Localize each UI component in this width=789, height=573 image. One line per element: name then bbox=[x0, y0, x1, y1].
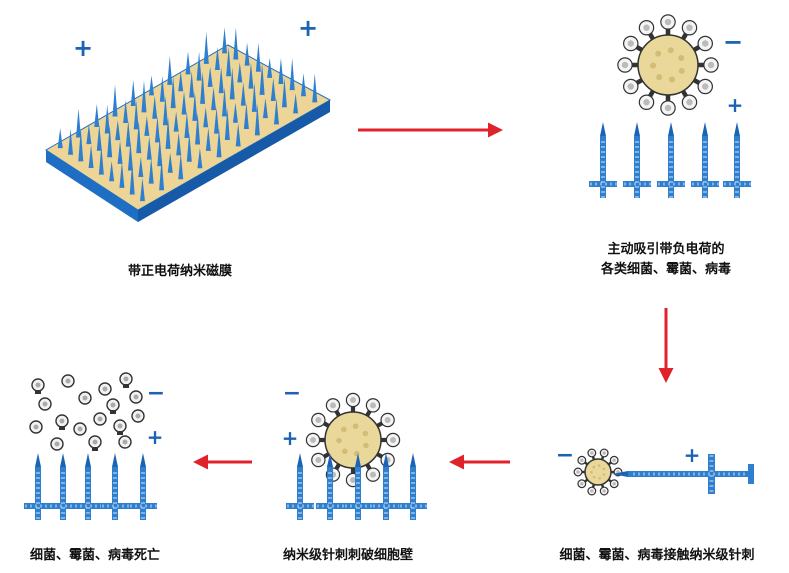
caption-step2-line1: 主动吸引带负电荷的 bbox=[607, 242, 725, 257]
caption-step1: 带正电荷纳米磁膜 bbox=[127, 264, 232, 279]
caption-step4: 纳米级针刺刺破细胞壁 bbox=[282, 548, 413, 563]
negative-sign-3: − bbox=[556, 443, 574, 468]
positive-sign-3: + bbox=[684, 443, 701, 467]
caption-step3: 细菌、霉菌、病毒接触纳米级针刺 bbox=[559, 548, 755, 563]
virus-debris bbox=[29, 372, 145, 451]
positive-sign-2: + bbox=[727, 93, 744, 117]
spike-row-2 bbox=[589, 122, 751, 198]
spike-row-5 bbox=[24, 453, 157, 520]
caption-step5: 细菌、霉菌、病毒死亡 bbox=[29, 548, 160, 563]
positive-sign-4: + bbox=[282, 426, 299, 450]
negative-sign-4: − bbox=[283, 381, 301, 406]
virus-pierced bbox=[305, 392, 401, 488]
negative-sign-2: − bbox=[723, 28, 743, 56]
nano-magnetic-membrane bbox=[45, 27, 332, 222]
caption-step2-line2: 各类细菌、霉菌、病毒 bbox=[600, 262, 731, 277]
virus-small bbox=[573, 448, 623, 496]
positive-sign-1a: + bbox=[73, 34, 93, 62]
positive-sign-1b: + bbox=[298, 14, 318, 42]
virus-large bbox=[617, 14, 719, 116]
spike-row-4 bbox=[286, 453, 427, 520]
horizontal-spike bbox=[612, 454, 754, 494]
caption-step2: 主动吸引带负电荷的 各类细菌、霉菌、病毒 bbox=[576, 240, 756, 280]
positive-sign-5: + bbox=[147, 425, 164, 449]
negative-sign-5: − bbox=[147, 381, 165, 406]
